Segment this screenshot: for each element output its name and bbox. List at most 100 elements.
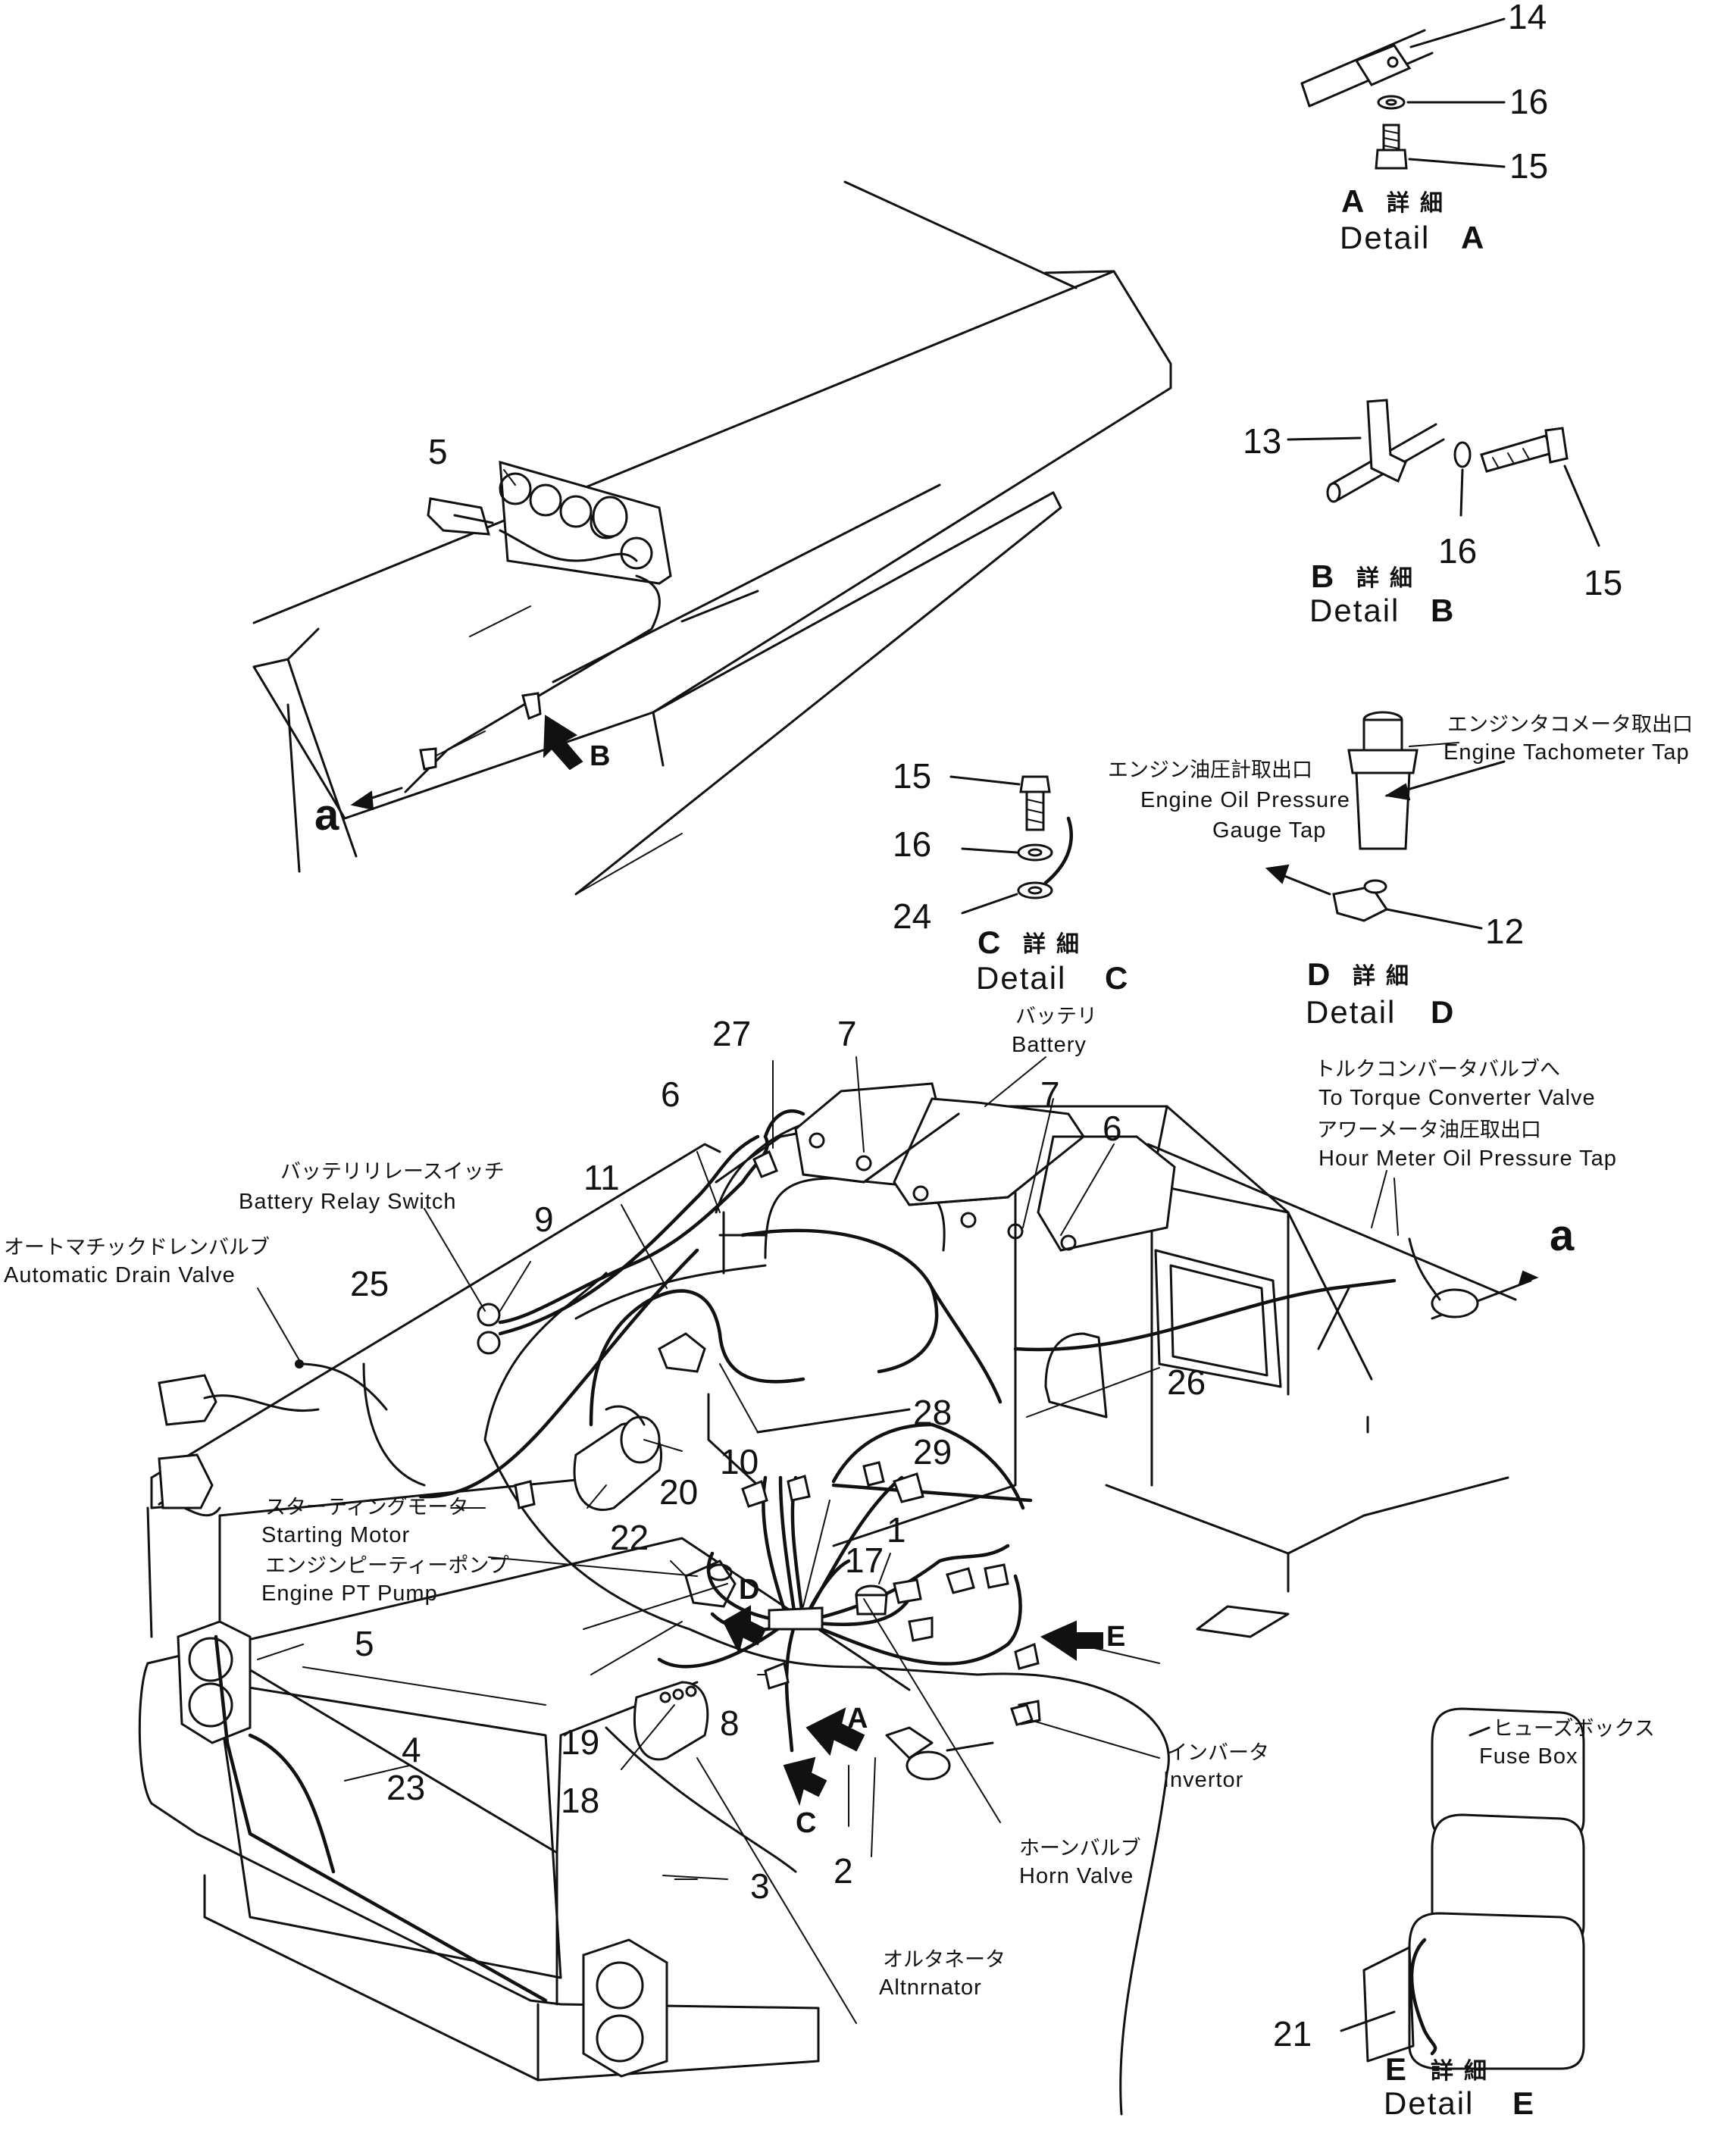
part-number-16b: 16 bbox=[1438, 531, 1477, 571]
view-markers: B a a D E A C bbox=[314, 740, 1575, 1839]
part-number-20: 20 bbox=[659, 1472, 698, 1512]
invertor-en: Invertor bbox=[1163, 1768, 1243, 1792]
part-number-8: 8 bbox=[720, 1703, 740, 1743]
part-number-13: 13 bbox=[1243, 421, 1281, 461]
detail-d-jp: 詳細 bbox=[1353, 963, 1419, 990]
view-marker-a: A bbox=[847, 1703, 868, 1735]
alternator-jp: オルタネータ bbox=[883, 1948, 1006, 1972]
pt-pump-en: Engine PT Pump bbox=[261, 1581, 438, 1606]
detail-a-title: Detail bbox=[1340, 220, 1430, 255]
detail-a-drawing bbox=[1300, 17, 1506, 170]
part-number-15a: 15 bbox=[1509, 146, 1548, 186]
detail-e-drawing bbox=[1340, 1707, 1585, 2070]
detail-c-letter: C bbox=[1105, 960, 1128, 996]
part-number-26: 26 bbox=[1167, 1362, 1206, 1402]
detail-a-letter-top: A bbox=[1341, 183, 1364, 219]
horn-valve-en: Horn Valve bbox=[1019, 1864, 1134, 1888]
detail-e-title: Detail bbox=[1384, 2085, 1474, 2121]
torque-converter-jp: トルクコンバータバルブへ bbox=[1315, 1058, 1560, 1081]
part-number-25: 25 bbox=[350, 1264, 389, 1303]
part-number-27: 27 bbox=[712, 1014, 751, 1053]
part-number-18: 18 bbox=[561, 1781, 599, 1820]
detail-b-jp: 詳細 bbox=[1356, 565, 1423, 592]
part-number-12: 12 bbox=[1485, 912, 1524, 951]
component-labels: エンジンタコメータ取出口 Engine Tachometer Tap エンジン油… bbox=[4, 713, 1693, 2000]
part-number-23: 23 bbox=[386, 1768, 425, 1807]
detail-d-title: Detail bbox=[1306, 994, 1396, 1030]
detail-e-jp: 詳細 bbox=[1431, 2058, 1497, 2085]
hour-meter-en: Hour Meter Oil Pressure Tap bbox=[1318, 1146, 1617, 1171]
detail-c-drawing bbox=[949, 775, 1073, 915]
invertor-jp: インバータ bbox=[1167, 1741, 1269, 1765]
oil-pressure-en1: Engine Oil Pressure bbox=[1140, 788, 1350, 812]
part-number-22: 22 bbox=[610, 1518, 649, 1557]
detail-e-letter: E bbox=[1512, 2085, 1534, 2121]
tachometer-tap-jp: エンジンタコメータ取出口 bbox=[1447, 713, 1693, 737]
detail-titles: A 詳細 Detail A B 詳細 Detail B C 詳細 Detail … bbox=[976, 183, 1534, 2121]
view-marker-e: E bbox=[1106, 1621, 1125, 1653]
detail-b-letter: B bbox=[1431, 593, 1453, 628]
detail-c-jp: 詳細 bbox=[1023, 931, 1090, 958]
torque-converter-en: To Torque Converter Valve bbox=[1318, 1086, 1596, 1110]
detail-d-letter: D bbox=[1431, 994, 1453, 1030]
connector-marker-right: a bbox=[1550, 1211, 1575, 1260]
auto-drain-jp: オートマチックドレンバルブ bbox=[4, 1236, 270, 1259]
alternator-en: Altnrnator bbox=[879, 1975, 982, 2000]
part-number-15c: 15 bbox=[893, 756, 931, 796]
hour-meter-jp: アワーメータ油圧取出口 bbox=[1317, 1118, 1541, 1142]
pt-pump-jp: エンジンピーティーポンプ bbox=[265, 1554, 509, 1578]
part-number-19: 19 bbox=[561, 1722, 599, 1762]
part-number-5-left: 5 bbox=[355, 1624, 374, 1663]
oil-pressure-jp: エンジン油圧計取出口 bbox=[1108, 759, 1312, 782]
part-number-15b: 15 bbox=[1584, 563, 1622, 602]
part-number-6-left: 6 bbox=[661, 1074, 680, 1114]
tachometer-tap-en: Engine Tachometer Tap bbox=[1444, 740, 1690, 765]
battery-relay-en: Battery Relay Switch bbox=[239, 1190, 457, 1214]
part-number-2: 2 bbox=[834, 1851, 853, 1891]
part-number-24: 24 bbox=[893, 896, 931, 936]
fuse-box-en: Fuse Box bbox=[1479, 1744, 1578, 1769]
leader-lines bbox=[257, 469, 1459, 2024]
part-number-6-right: 6 bbox=[1103, 1109, 1122, 1148]
battery-en: Battery bbox=[1012, 1033, 1087, 1057]
part-number-10: 10 bbox=[720, 1442, 759, 1481]
battery-relay-jp: バッテリリレースイッチ bbox=[280, 1160, 505, 1184]
detail-b-drawing bbox=[1287, 399, 1600, 547]
part-number-7-left: 7 bbox=[837, 1014, 857, 1053]
part-numbers: 14 16 15 5 13 16 15 15 16 24 12 27 7 6 7… bbox=[350, 0, 1622, 2054]
detail-e-letter-top: E bbox=[1385, 2051, 1406, 2087]
fender-panel-drawing bbox=[252, 180, 1172, 896]
part-number-14: 14 bbox=[1508, 0, 1547, 36]
detail-b-title: Detail bbox=[1309, 593, 1400, 628]
battery-jp: バッテリ bbox=[1015, 1005, 1097, 1028]
auto-drain-en: Automatic Drain Valve bbox=[4, 1263, 236, 1287]
part-number-28: 28 bbox=[913, 1393, 952, 1432]
detail-a-jp: 詳細 bbox=[1387, 190, 1453, 217]
horn-valve-jp: ホーンバルブ bbox=[1019, 1837, 1141, 1860]
starting-motor-jp: スターティングモータ bbox=[265, 1496, 468, 1519]
part-number-21: 21 bbox=[1273, 2014, 1312, 2054]
detail-d-letter-top: D bbox=[1307, 956, 1330, 992]
detail-c-letter-top: C bbox=[977, 924, 1000, 960]
view-marker-b: B bbox=[590, 740, 610, 772]
part-number-16a: 16 bbox=[1509, 82, 1548, 121]
detail-b-letter-top: B bbox=[1311, 558, 1334, 594]
part-number-11: 11 bbox=[583, 1158, 620, 1197]
part-number-7-right: 7 bbox=[1040, 1074, 1060, 1114]
part-number-17: 17 bbox=[845, 1541, 884, 1580]
detail-a-letter: A bbox=[1461, 220, 1484, 255]
detail-c-title: Detail bbox=[976, 960, 1066, 996]
part-number-4: 4 bbox=[402, 1730, 421, 1769]
engine-assembly-drawing bbox=[138, 1082, 1539, 2116]
oil-pressure-en2: Gauge Tap bbox=[1212, 818, 1326, 843]
view-marker-d: D bbox=[739, 1574, 759, 1606]
connector-marker-left: a bbox=[314, 790, 339, 840]
starting-motor-en: Starting Motor bbox=[261, 1523, 410, 1547]
part-number-1: 1 bbox=[887, 1510, 906, 1550]
fuse-box-jp: ヒューズボックス bbox=[1493, 1717, 1655, 1741]
part-number-9: 9 bbox=[534, 1200, 554, 1239]
part-number-3: 3 bbox=[750, 1866, 770, 1906]
part-number-16c: 16 bbox=[893, 824, 931, 864]
part-number-29: 29 bbox=[913, 1432, 952, 1472]
